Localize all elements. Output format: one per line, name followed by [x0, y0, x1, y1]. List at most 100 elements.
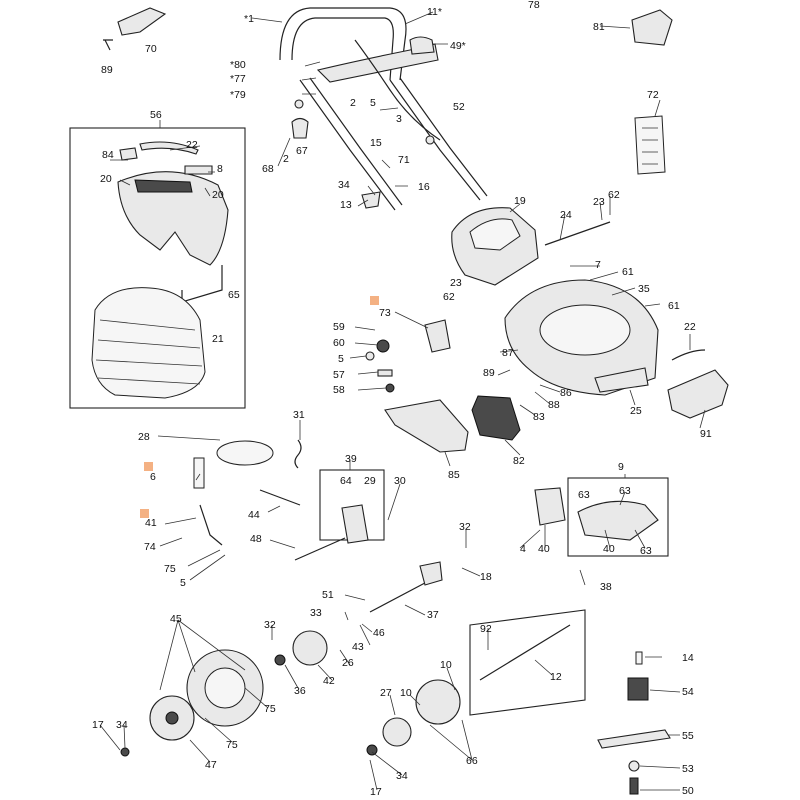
part-label: 36	[294, 685, 306, 697]
grass-bag-handle-wire	[181, 265, 223, 303]
part-label: 37	[427, 609, 439, 621]
part-label: *80	[230, 59, 246, 71]
grass-bag-bracket	[119, 147, 138, 161]
part-label: 25	[630, 405, 642, 417]
part-label: 86	[560, 387, 572, 399]
part-label: 45	[170, 613, 182, 625]
cable-clip	[361, 191, 381, 209]
part-label: 73	[379, 307, 391, 319]
part-label: 40	[538, 543, 550, 555]
grass-bag-clip	[184, 165, 213, 175]
part-label: 56	[150, 109, 162, 121]
part-label: 87	[502, 347, 514, 359]
part-57	[377, 369, 393, 377]
blade-assembly-box	[567, 477, 669, 557]
part-label: 71	[398, 154, 410, 166]
lever-41	[199, 504, 223, 546]
part-label: 15	[370, 137, 382, 149]
part-label: 5	[370, 97, 376, 109]
part-label: 48	[250, 533, 262, 545]
part-label: 62	[443, 291, 455, 303]
part-label: 34	[338, 179, 350, 191]
leader-lines	[99, 11, 706, 791]
part-label: 89	[101, 64, 113, 76]
part-label: 40	[603, 543, 615, 555]
front-wheel-cap	[382, 717, 412, 747]
bearing-36	[274, 654, 286, 666]
engine-cover-top	[469, 218, 521, 251]
part-label: 53	[682, 763, 694, 775]
part-label: 20	[100, 173, 112, 185]
upper-handle-inner	[291, 17, 394, 81]
right-handle-bar-inner	[399, 77, 488, 197]
part-label: 5	[180, 577, 186, 589]
grass-bag-fabric	[91, 287, 206, 399]
bolt-50	[629, 777, 639, 795]
rear-wheel-hub	[204, 667, 246, 709]
part-label: 51	[322, 589, 334, 601]
grille	[471, 395, 521, 441]
upper-handle	[279, 7, 407, 81]
part-label: 6	[150, 471, 156, 483]
screw-89	[103, 39, 113, 51]
part-label: 22	[684, 321, 696, 333]
part-label: 29	[364, 475, 376, 487]
part-label: 13	[340, 199, 352, 211]
front-wheel-tire	[415, 679, 461, 725]
part-label: 35	[638, 283, 650, 295]
part-label: 58	[333, 384, 345, 396]
lever-bracket	[424, 319, 451, 353]
part-label: 2	[350, 97, 356, 109]
part-label: 63	[578, 489, 590, 501]
guard-strip	[671, 349, 706, 361]
rear-flap	[384, 399, 469, 453]
part-label: 63	[640, 545, 652, 557]
part-label: 34	[396, 770, 408, 782]
part-label: 10	[400, 687, 412, 699]
part-label: 28	[138, 431, 150, 443]
part-label: 3	[396, 113, 402, 125]
part-label: 8	[217, 163, 223, 175]
rear-wheel-cap-center	[165, 711, 179, 725]
part-label: 84	[102, 149, 114, 161]
grass-bag-frame	[117, 171, 229, 266]
handle-knob	[291, 117, 309, 139]
part-label: 17	[92, 719, 104, 731]
part-label: 20	[212, 189, 224, 201]
part-label: 5	[338, 353, 344, 365]
part-label: 91	[700, 428, 712, 440]
nut-58	[385, 383, 395, 393]
throttle-cable-24	[544, 221, 611, 246]
part-label: 83	[533, 411, 545, 423]
part-label: *79	[230, 89, 246, 101]
grass-bag-fabric-hatch	[95, 319, 203, 385]
drive-belt	[216, 440, 274, 466]
front-axle	[479, 624, 571, 681]
label-72	[634, 115, 666, 175]
front-axle-box	[469, 609, 586, 716]
nut-34	[366, 744, 378, 756]
control-bar	[316, 43, 439, 83]
part-label: 21	[212, 333, 224, 345]
washer-5	[365, 351, 375, 361]
knob-60	[376, 339, 390, 353]
part-label: 66	[466, 755, 478, 767]
grass-bag-assembly-box	[69, 127, 246, 409]
part-label: *1	[244, 13, 254, 25]
spring-31	[294, 439, 302, 469]
part-label: 59	[333, 321, 345, 333]
part-label: 52	[453, 101, 465, 113]
part-label: 88	[548, 399, 560, 411]
highlight-marker	[370, 296, 379, 305]
bracket-4	[534, 487, 566, 526]
part-label: 16	[418, 181, 430, 193]
part-label: 75	[226, 739, 238, 751]
blade-55	[597, 729, 671, 749]
part-label: 92	[480, 623, 492, 635]
part-label: 49*	[450, 40, 466, 52]
part-label: 19	[514, 195, 526, 207]
part-label: 75	[164, 563, 176, 575]
part-label: 23	[450, 277, 462, 289]
washer-53	[628, 760, 640, 772]
